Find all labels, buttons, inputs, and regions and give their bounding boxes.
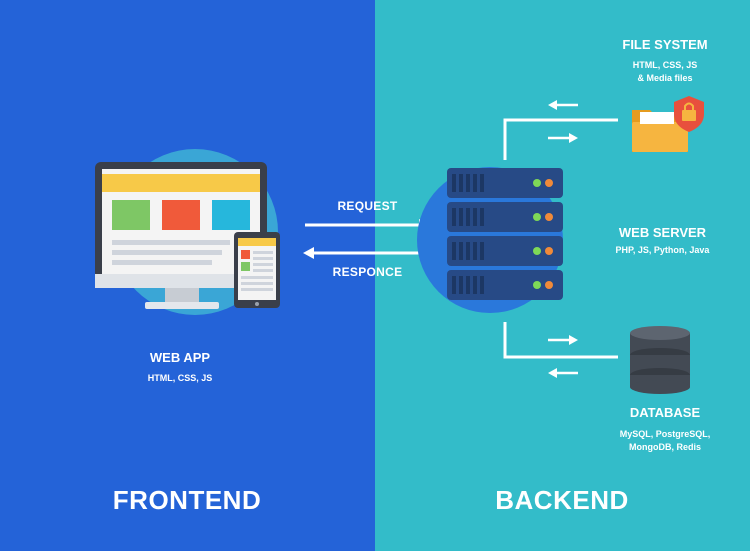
database-tech-1: MySQL, PostgreSQL, [619,429,711,439]
request-arrow [305,219,430,231]
web-app-title: WEB APP [149,350,211,365]
backend-heading: BACKEND [495,485,629,515]
response-label: RESPONCE [332,265,403,279]
response-arrow [303,247,430,259]
database-tech-2: MongoDB, Redis [629,442,701,452]
database-connector [503,322,618,378]
database-title: DATABASE [629,405,701,420]
web-app-tech: HTML, CSS, JS [147,373,213,383]
frontend-heading: FRONTEND [112,485,262,515]
database-icon [630,326,690,394]
web-server-title: WEB SERVER [618,225,707,240]
tablet-icon [234,232,280,308]
server-rack-icon [417,167,563,313]
request-label: REQUEST [337,199,398,213]
web-server-tech: PHP, JS, Python, Java [615,245,710,255]
file-system-connector [503,100,618,160]
file-system-title: FILE SYSTEM [622,37,708,52]
file-system-tech-2: & Media files [637,73,693,83]
monitor-icon [95,149,278,315]
file-system-tech-1: HTML, CSS, JS [632,60,698,70]
folder-lock-icon [632,96,704,152]
